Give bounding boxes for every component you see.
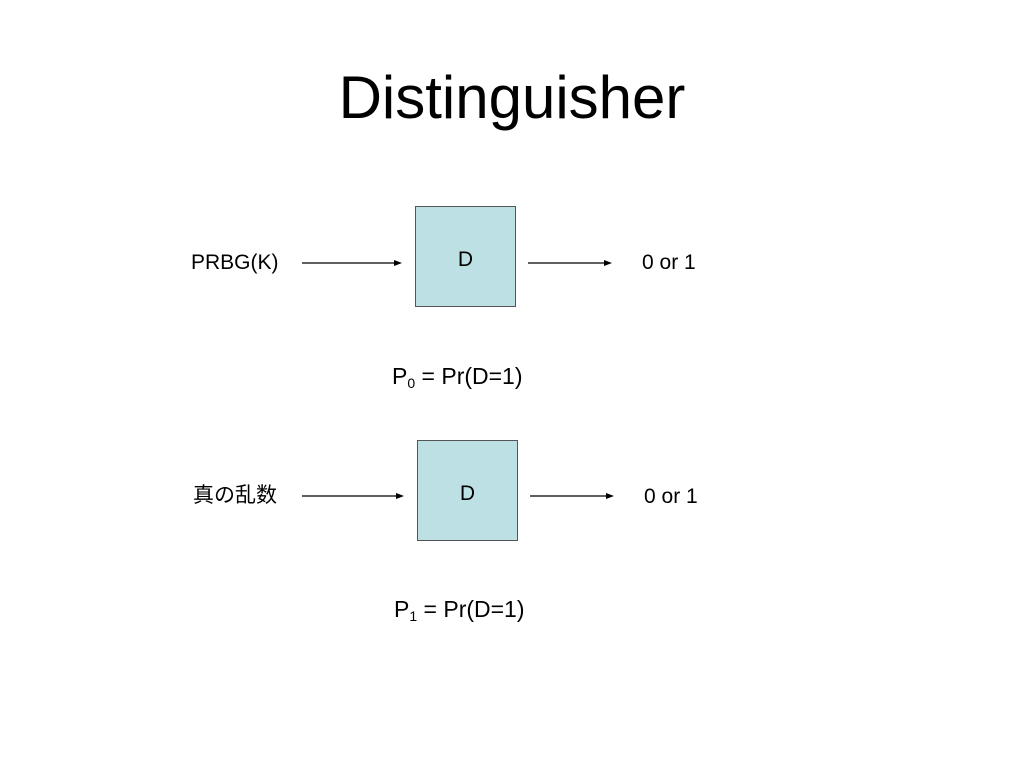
distinguisher-box-label: D [457, 248, 474, 271]
formula-subscript: 1 [409, 608, 418, 624]
input-arrow-top [302, 260, 402, 266]
input-label-true-random: 真の乱数 [193, 484, 277, 507]
formula-p0: P0 = Pr(D=1) [392, 362, 523, 390]
output-label-top: 0 or 1 [642, 251, 696, 274]
input-label-prbg: PRBG(K) [191, 251, 279, 274]
formula-rest: = Pr(D=1) [415, 363, 523, 389]
input-arrow-bottom [302, 493, 404, 499]
formula-prefix: P [392, 363, 408, 389]
formula-prefix: P [394, 596, 410, 622]
formula-subscript: 0 [407, 375, 416, 391]
formula-p1: P1 = Pr(D=1) [394, 595, 525, 623]
output-arrow-top [528, 260, 612, 266]
formula-rest: = Pr(D=1) [417, 596, 525, 622]
distinguisher-box-label: D [459, 482, 476, 505]
output-label-bottom: 0 or 1 [644, 485, 698, 508]
distinguisher-box-top: D [415, 206, 516, 307]
output-arrow-bottom [530, 493, 614, 499]
slide-title: Distinguisher [338, 64, 686, 131]
distinguisher-box-bottom: D [417, 440, 518, 541]
